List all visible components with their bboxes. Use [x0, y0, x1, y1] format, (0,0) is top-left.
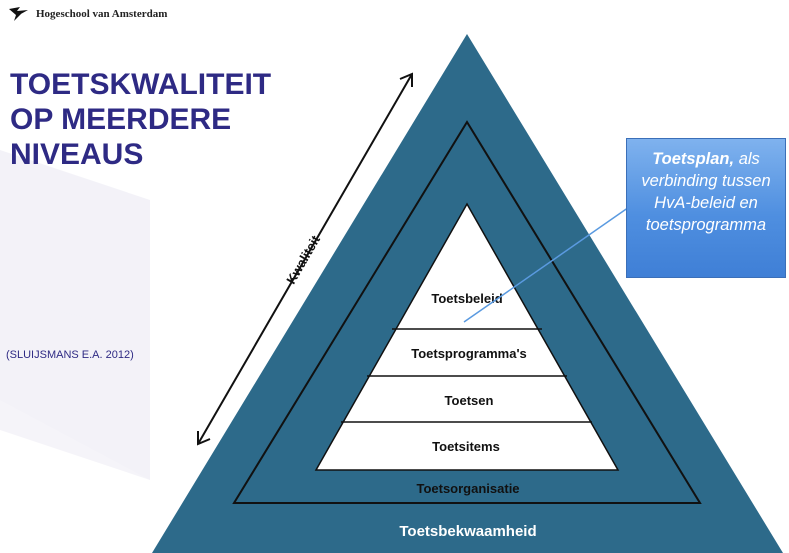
page-title: TOETSKWALITEIT OP MEERDERE NIVEAUS — [10, 67, 271, 172]
callout-connector — [463, 204, 633, 323]
title-line-2: OP MEERDERE — [10, 103, 232, 136]
middle-triangle-outline — [232, 120, 702, 504]
level-toetsitems: Toetsitems — [432, 439, 500, 454]
inner-triangle — [314, 202, 620, 471]
level-toetsen: Toetsen — [445, 393, 494, 408]
callout-title: Toetsplan, — [652, 150, 735, 168]
arrow-label-backdrop — [247, 211, 299, 277]
quality-arrow — [197, 72, 413, 446]
logo: Hogeschool van Amsterdam — [8, 6, 167, 22]
band-toetsorganisatie: Toetsorganisatie — [416, 481, 519, 496]
callout-text: als verbinding tussen HvA-beleid en toet… — [641, 150, 771, 234]
title-line-3: NIVEAUS — [10, 138, 144, 171]
hva-logo-icon — [9, 7, 28, 21]
level-toetsbeleid: Toetsbeleid — [431, 291, 502, 306]
callout-box: Toetsplan, als verbinding tussen HvA-bel… — [626, 138, 786, 278]
citation: (SLUIJSMANS E.A. 2012) — [6, 349, 134, 361]
band-toetsbekwaamheid: Toetsbekwaamheid — [399, 523, 536, 540]
institution-name: Hogeschool van Amsterdam — [36, 8, 168, 20]
title-line-1: TOETSKWALITEIT — [10, 68, 272, 101]
level-toetsprogrammas: Toetsprogramma's — [411, 346, 527, 361]
axis-label-kwaliteit: Kwaliteit — [283, 232, 323, 286]
